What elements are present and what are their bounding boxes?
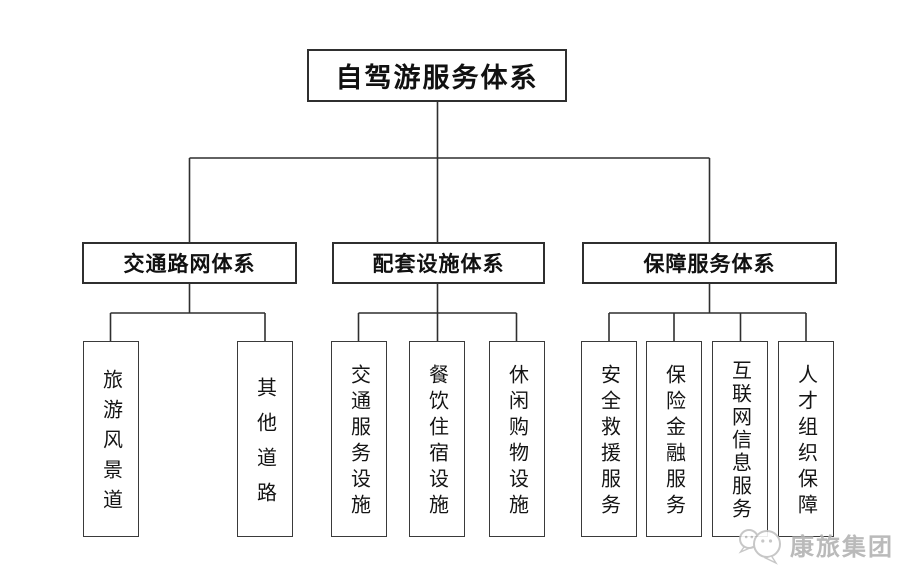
- node-root-self-driving-tour-service-system: 自驾游服务体系: [307, 49, 567, 102]
- node-other-roads: 其他道路: [237, 341, 293, 537]
- node-leisure-shopping-facilities: 休闲购物设施: [489, 341, 545, 537]
- node-traffic-service-facilities: 交通服务设施: [331, 341, 387, 537]
- brand-watermark: 康旅集团: [736, 518, 901, 570]
- category-label: 保障服务体系: [643, 252, 776, 276]
- leaf-label: 其他道路: [253, 376, 276, 517]
- root-label: 自驾游服务体系: [335, 63, 539, 93]
- node-talent-organization-guarantee: 人才组织保障: [778, 341, 834, 537]
- leaf-label: 旅游风景道: [99, 369, 122, 519]
- leaf-label: 休闲购物设施: [505, 364, 528, 520]
- leaf-label: 互联网信息服务: [728, 360, 751, 521]
- node-catering-lodging-facilities: 餐饮住宿设施: [409, 341, 465, 537]
- category-label: 交通路网体系: [123, 252, 256, 276]
- node-safety-rescue-services: 安全救援服务: [581, 341, 637, 537]
- node-internet-information-services: 互联网信息服务: [712, 341, 768, 537]
- chat-bubbles-logo-icon: [738, 529, 781, 565]
- leaf-label: 安全救援服务: [597, 364, 620, 520]
- brand-watermark-text: 康旅集团: [790, 534, 894, 561]
- node-supporting-facilities-system: 配套设施体系: [332, 242, 545, 284]
- node-traffic-road-network-system: 交通路网体系: [82, 242, 297, 284]
- leaf-label: 餐饮住宿设施: [425, 364, 448, 520]
- category-label: 配套设施体系: [372, 252, 505, 276]
- node-tourism-scenic-road: 旅游风景道: [83, 341, 139, 537]
- node-guarantee-services-system: 保障服务体系: [582, 242, 837, 284]
- node-insurance-finance-services: 保险金融服务: [646, 341, 702, 537]
- leaf-label: 保险金融服务: [662, 364, 685, 520]
- leaf-label: 人才组织保障: [794, 364, 817, 520]
- leaf-label: 交通服务设施: [347, 364, 370, 520]
